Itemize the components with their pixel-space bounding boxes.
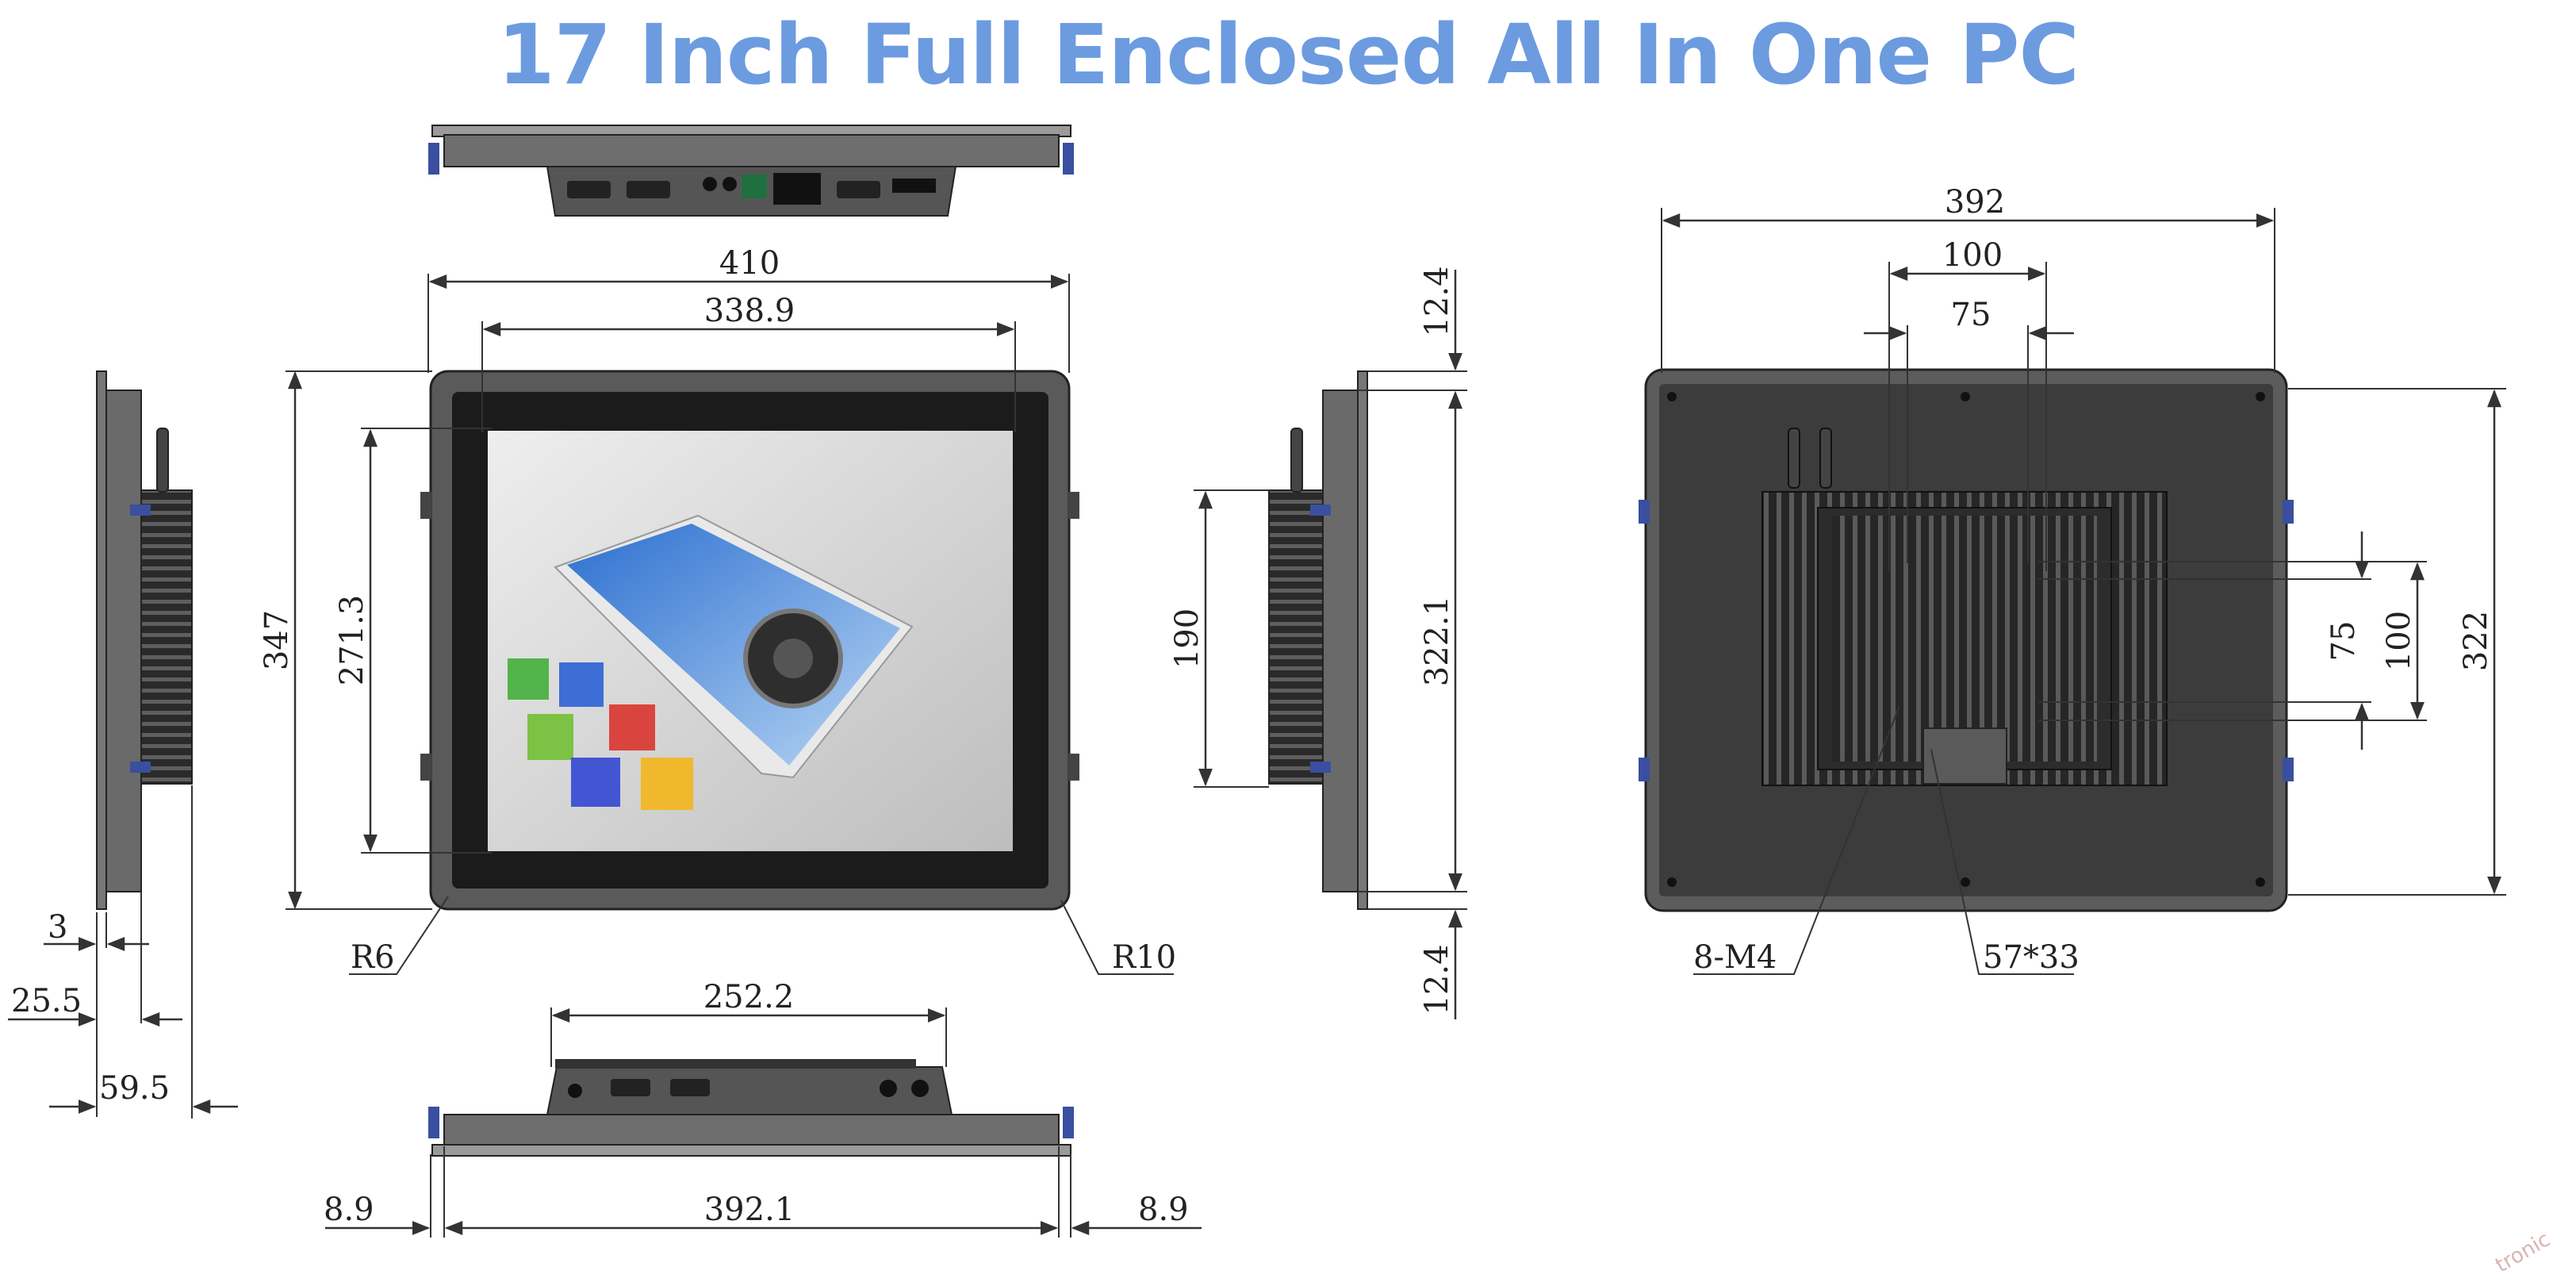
- label-screws: 8-M4: [1693, 939, 1777, 976]
- dim-side-total: 59.5: [99, 1070, 170, 1107]
- side-view-left: [96, 370, 193, 910]
- bottom-dimensions: 252.2 392.1 8.9 8.9: [324, 979, 1202, 1238]
- dim-bottom-cutout: 252.2: [703, 979, 795, 1015]
- dim-back-width: 392: [1945, 184, 2005, 221]
- dim-back-height: 322: [2458, 611, 2494, 671]
- dim-bottom-width: 392.1: [704, 1192, 795, 1228]
- bottom-view: [428, 1059, 1074, 1157]
- front-dimensions: 410 338.9 347 271.3 R6 R10: [259, 245, 1176, 976]
- dim-back-vesa-inner: 75: [1951, 297, 1991, 333]
- dim-front-height: 347: [259, 610, 295, 670]
- corner-radius-left: R6: [351, 939, 395, 976]
- dim-front-inner-height: 271.3: [334, 595, 370, 686]
- back-dimensions: 392 100 75 322 100 75 8-M4 57*33: [1661, 184, 2506, 976]
- dim-right-bottom-gap: 12.4: [1419, 944, 1455, 1015]
- dim-side-mid: 25.5: [11, 983, 82, 1019]
- dim-bottom-left-margin: 8.9: [324, 1192, 374, 1228]
- screen-image: [508, 514, 914, 810]
- back-view: [1639, 368, 2294, 912]
- dim-bottom-right-margin: 8.9: [1138, 1192, 1189, 1228]
- side-right-dimensions: 12.4 322.1 12.4 190: [1169, 266, 1467, 1019]
- dim-side-front: 3: [48, 909, 67, 946]
- dim-right-fin-height: 190: [1169, 608, 1206, 669]
- front-view: [420, 370, 1079, 911]
- dim-right-height: 322.1: [1419, 596, 1455, 687]
- dim-back-vesa-outer-v: 100: [2381, 611, 2417, 671]
- dim-right-top-gap: 12.4: [1419, 266, 1455, 336]
- page-title: 17 Inch Full Enclosed All In One PC: [497, 6, 2080, 103]
- side-view-right: [1268, 370, 1368, 910]
- label-cutout: 57*33: [1983, 939, 2080, 976]
- dim-back-vesa-inner-v: 75: [2325, 621, 2362, 662]
- corner-radius-right: R10: [1112, 939, 1176, 976]
- dim-front-width: 410: [719, 245, 780, 282]
- dim-back-vesa-outer: 100: [1942, 237, 2003, 274]
- dim-front-inner-width: 338.9: [704, 293, 795, 329]
- top-view: [428, 125, 1074, 217]
- side-left-dimensions: 3 25.5 59.5: [8, 785, 238, 1119]
